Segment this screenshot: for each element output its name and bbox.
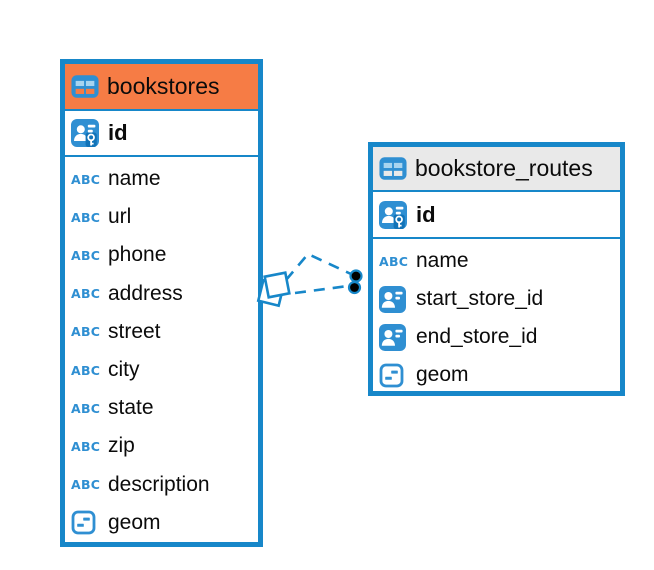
field-label: geom bbox=[416, 363, 469, 386]
text-type-icon: ABC bbox=[71, 362, 101, 378]
relationship-target-anchor[interactable] bbox=[347, 280, 362, 295]
table-title: bookstores bbox=[107, 73, 220, 99]
field-label: description bbox=[108, 472, 210, 496]
field-row-state[interactable]: ABC state bbox=[65, 389, 258, 427]
text-type-icon: ABC bbox=[71, 400, 101, 416]
field-row-id[interactable]: id bbox=[65, 111, 258, 157]
field-row-phone[interactable]: ABC phone bbox=[65, 236, 258, 274]
field-label: city bbox=[108, 358, 140, 382]
field-label: id bbox=[416, 201, 436, 227]
field-label: id bbox=[108, 120, 128, 145]
geometry-type-icon bbox=[71, 510, 99, 535]
text-type-icon: ABC bbox=[71, 171, 101, 187]
field-row-id[interactable]: id bbox=[373, 192, 620, 239]
geometry-type-icon bbox=[379, 363, 407, 388]
table-title: bookstore_routes bbox=[415, 155, 593, 181]
field-label: name bbox=[416, 249, 469, 272]
text-type-icon: ABC bbox=[71, 477, 101, 493]
field-row-city[interactable]: ABC city bbox=[65, 351, 258, 389]
table-bookstore-routes[interactable]: bookstore_routes id ABC name bbox=[368, 142, 625, 396]
field-label: phone bbox=[108, 243, 167, 267]
field-row-zip[interactable]: ABC zip bbox=[65, 427, 258, 465]
table-header-bookstores[interactable]: bookstores bbox=[65, 64, 258, 111]
reference-type-icon bbox=[379, 285, 407, 313]
field-label: start_store_id bbox=[416, 287, 544, 310]
field-row-address[interactable]: ABC address bbox=[65, 275, 258, 313]
table-header-bookstore-routes[interactable]: bookstore_routes bbox=[373, 147, 620, 192]
field-row-geom[interactable]: geom bbox=[373, 356, 620, 391]
field-row-description[interactable]: ABC description bbox=[65, 466, 258, 504]
field-row-street[interactable]: ABC street bbox=[65, 313, 258, 351]
field-list: ABC name start_store_id bbox=[373, 239, 620, 391]
relationship-line-start-store-id[interactable] bbox=[285, 252, 352, 281]
field-label: street bbox=[108, 319, 161, 343]
text-type-icon: ABC bbox=[379, 253, 409, 269]
field-row-start-store-id[interactable]: start_store_id bbox=[373, 280, 620, 318]
reference-type-icon bbox=[379, 323, 407, 351]
text-type-icon: ABC bbox=[71, 438, 101, 454]
field-label: end_store_id bbox=[416, 325, 538, 348]
field-list: ABC name ABC url ABC phone ABC address A… bbox=[65, 157, 258, 542]
field-row-geom[interactable]: geom bbox=[65, 504, 258, 542]
text-type-icon: ABC bbox=[71, 247, 101, 263]
field-label: url bbox=[108, 205, 132, 229]
field-row-url[interactable]: ABC url bbox=[65, 198, 258, 236]
table-icon bbox=[379, 156, 407, 181]
text-type-icon: ABC bbox=[71, 209, 101, 225]
field-row-name[interactable]: ABC name bbox=[373, 242, 620, 280]
relationship-target-anchor[interactable] bbox=[349, 269, 363, 283]
table-icon bbox=[71, 74, 99, 99]
field-row-end-store-id[interactable]: end_store_id bbox=[373, 318, 620, 356]
table-bookstores[interactable]: bookstores id ABC name bbox=[60, 59, 263, 547]
field-label: geom bbox=[108, 510, 161, 534]
field-label: address bbox=[108, 281, 183, 305]
text-type-icon: ABC bbox=[71, 324, 101, 340]
primary-key-icon bbox=[379, 200, 407, 229]
primary-key-icon bbox=[71, 119, 99, 147]
field-label: state bbox=[108, 396, 154, 420]
text-type-icon: ABC bbox=[71, 286, 101, 302]
field-label: zip bbox=[108, 434, 135, 458]
field-row-name[interactable]: ABC name bbox=[65, 160, 258, 198]
relationship-line-end-store-id[interactable] bbox=[294, 284, 349, 295]
field-label: name bbox=[108, 167, 161, 191]
